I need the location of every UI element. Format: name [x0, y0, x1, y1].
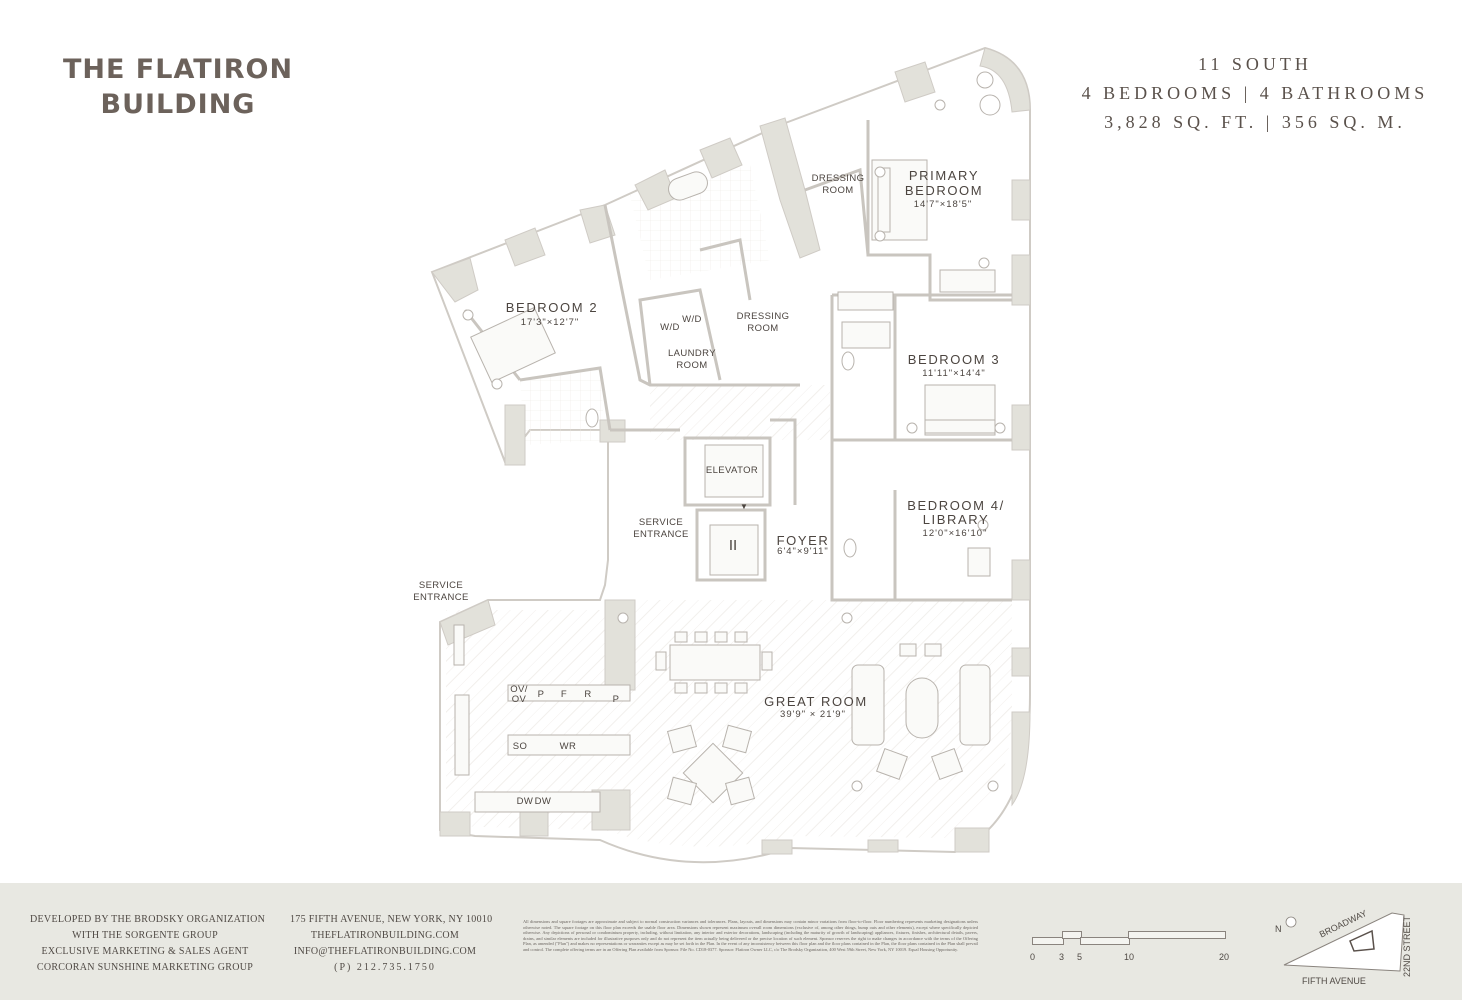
scale-seg-1	[1032, 937, 1064, 945]
corridor-floor	[650, 385, 830, 440]
kitchen-island	[507, 734, 631, 756]
developer-line-2: WITH THE SORGENTE GROUP	[72, 930, 218, 941]
p-label-2: P	[613, 694, 620, 705]
building-footprint-icon	[1349, 929, 1375, 952]
building-title-line2: BUILDING	[100, 89, 256, 120]
service-entrance-1-label-2: ENTRANCE	[633, 529, 688, 540]
block-outline	[1283, 912, 1405, 972]
scale-seg-4	[1128, 931, 1226, 939]
unit-config: 4 BEDROOMS | 4 BATHROOMS	[1081, 83, 1429, 103]
dining-table	[669, 644, 761, 681]
scale-seg-2	[1062, 931, 1082, 939]
interior-walls	[463, 120, 1012, 602]
dw-label-1: DW	[517, 796, 534, 807]
disclaimer: All dimensions and square footages are a…	[523, 919, 978, 952]
coffee-table	[905, 677, 939, 739]
bedroom-2-dims: 17'3"×12'7"	[521, 317, 580, 328]
primary-bedroom-dims: 14'7"×18'5"	[914, 199, 973, 210]
developer-line-4: CORCORAN SUNSHINE MARKETING GROUP	[36, 962, 254, 973]
bedroom-4-dims: 12'0"×16'10"	[923, 528, 988, 539]
bedroom-2-label: BEDROOM 2	[506, 300, 598, 315]
contact-info: 175 FIFTH AVENUE, NEW YORK, NY 10010 THE…	[290, 912, 493, 976]
bedroom4-desk	[967, 547, 991, 577]
sofa-right	[959, 664, 991, 746]
contact-website[interactable]: THEFLATIRONBUILDING.COM	[310, 930, 460, 941]
bathroom-tile	[520, 368, 605, 445]
dressing-room-1-label-2: ROOM	[822, 185, 853, 196]
building-title-line1: THE FLATIRON	[62, 54, 294, 85]
contact-phone: (P) 212.735.1750	[334, 962, 436, 973]
laundry-room-label-2: ROOM	[676, 360, 707, 371]
developer-line-3: EXCLUSIVE MARKETING & SALES AGENT	[41, 946, 249, 957]
scale-label-3: 3	[1059, 952, 1065, 962]
room-labels: PRIMARY BEDROOM 14'7"×18'5" DRESSING ROO…	[413, 168, 1005, 807]
unit-area: 3,828 SQ. FT. | 356 SQ. M.	[1104, 112, 1406, 132]
floor-plan: PRIMARY BEDROOM 14'7"×18'5" DRESSING ROO…	[413, 46, 1031, 864]
scale-label-20: 20	[1219, 952, 1230, 962]
service-entrance-1-label: SERVICE	[639, 517, 683, 528]
building-title: THE FLATIRON BUILDING	[58, 52, 298, 122]
scale-bar: 0 3 5 10 20	[1030, 931, 1230, 969]
scale-seg-3	[1080, 937, 1130, 945]
scale-label-5: 5	[1077, 952, 1083, 962]
dressing-room-2-label: DRESSING	[737, 311, 790, 322]
service-entrance-2-label: SERVICE	[419, 580, 463, 591]
wr-label: WR	[560, 741, 577, 752]
primary-bedroom-label-2: BEDROOM	[905, 183, 983, 198]
scale-label-0: 0	[1030, 952, 1036, 962]
fixtures	[462, 71, 1006, 792]
great-room-label: GREAT ROOM	[764, 694, 868, 709]
site-map: N BROADWAY FIFTH AVENUE 22ND STREET	[1275, 908, 1412, 986]
bedroom-4-label-2: LIBRARY	[923, 512, 990, 527]
p-label-1: P	[538, 689, 545, 700]
bedroom-4-label: BEDROOM 4/	[907, 498, 1005, 513]
dressing-room-2-label-2: ROOM	[747, 323, 778, 334]
bedroom2-bed	[470, 306, 556, 384]
unit-name: 11 SOUTH	[1198, 54, 1312, 74]
so-label: SO	[513, 741, 528, 752]
tub-2	[841, 321, 891, 349]
unit-info: 11 SOUTH 4 BEDROOMS | 4 BATHROOMS 3,828 …	[1060, 50, 1450, 137]
bedroom-3-dims: 11'11"×14'4"	[922, 368, 986, 379]
north-arrow-icon	[1285, 916, 1297, 928]
bathtub	[668, 171, 708, 201]
great-room-dims: 39'9" × 21'9"	[780, 709, 846, 720]
service-entrance-2-label-2: ENTRANCE	[413, 592, 468, 603]
contact-address: 175 FIFTH AVENUE, NEW YORK, NY 10010	[290, 914, 493, 925]
kitchen-counter-bottom	[474, 791, 601, 813]
bedroom-3-label: BEDROOM 3	[908, 352, 1000, 367]
dw-label-2: DW	[535, 796, 552, 807]
wd-label-1: W/D	[660, 322, 680, 333]
fifth-avenue-label: FIFTH AVENUE	[1302, 976, 1366, 986]
great-room-floor	[446, 600, 1012, 847]
primary-bedroom-label: PRIMARY	[909, 168, 979, 183]
developer-info: DEVELOPED BY THE BRODSKY ORGANIZATION WI…	[30, 912, 266, 976]
contact-email[interactable]: INFO@THEFLATIRONBUILDING.COM	[293, 946, 477, 957]
ov-label-1: OV/	[510, 684, 528, 695]
stair-symbol: II	[729, 537, 737, 554]
kitchen-counter-top	[507, 684, 631, 702]
dining-chairs	[655, 631, 773, 694]
wd-label-2: W/D	[682, 314, 702, 325]
furniture	[453, 159, 996, 813]
ov-label-2: OV	[512, 694, 527, 705]
laundry-room-label: LAUNDRY	[668, 348, 716, 359]
foyer-label: FOYER	[777, 533, 830, 548]
developer-line-1: DEVELOPED BY THE BRODSKY ORGANIZATION	[30, 914, 266, 925]
scale-label-10: 10	[1124, 952, 1135, 962]
f-label: F	[561, 689, 567, 700]
elevator-label: ELEVATOR	[706, 465, 758, 476]
foyer-dims: 6'4"×9'11"	[777, 546, 829, 557]
footer: DEVELOPED BY THE BRODSKY ORGANIZATION WI…	[0, 883, 1462, 1000]
sofa-left	[851, 664, 885, 746]
r-label: R	[584, 689, 591, 700]
dressing-room-1-label: DRESSING	[812, 173, 865, 184]
elevator-cab	[704, 444, 764, 498]
elevator-arrow: ▼	[740, 502, 748, 511]
north-label: N	[1275, 924, 1282, 934]
22nd-street-label: 22ND STREET	[1402, 915, 1412, 977]
